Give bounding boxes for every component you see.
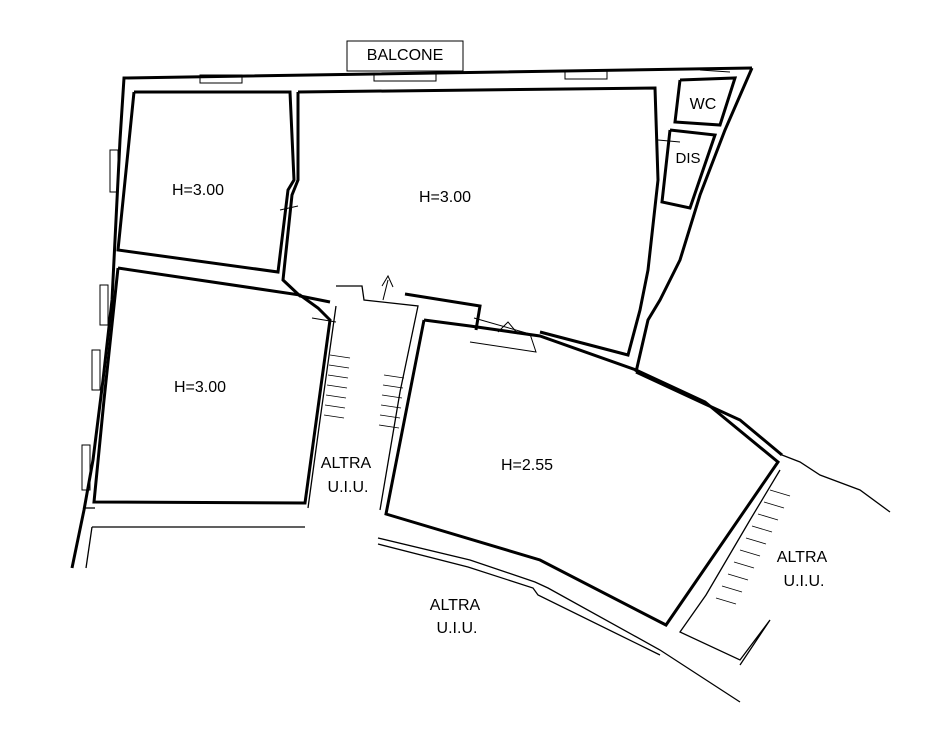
altra-right-line1: ALTRA: [777, 549, 828, 566]
altra-center-line2: U.I.U.: [328, 479, 369, 496]
room-top-left-height: H=3.00: [172, 182, 224, 199]
room-wc: WC: [673, 69, 738, 127]
altra-center-line1: ALTRA: [321, 455, 372, 472]
altra-bottom-line1: ALTRA: [430, 597, 481, 614]
dis-label: DIS: [675, 150, 700, 167]
outer-walls: [70, 66, 783, 569]
balcony: [346, 40, 464, 72]
room-right: H=2.55: [384, 317, 781, 627]
room-top-center: H=3.00: [281, 86, 660, 357]
room-bottom-left: H=3.00: [92, 266, 337, 505]
altra-right-line2: U.I.U.: [784, 573, 825, 590]
stairwell-right: ALTRA U.I.U.: [679, 454, 891, 666]
other-unit-bottom: ALTRA U.I.U.: [85, 526, 741, 703]
room-bottom-left-height: H=3.00: [174, 379, 226, 396]
balcone-label: BALCONE: [367, 47, 443, 64]
room-top-center-height: H=3.00: [419, 189, 471, 206]
room-dis: DIS: [657, 128, 718, 210]
room-right-height: H=2.55: [501, 457, 553, 474]
room-top-left: H=3.00: [116, 90, 299, 274]
stairwell-center: ALTRA U.I.U.: [307, 285, 419, 511]
wc-label: WC: [690, 96, 717, 113]
altra-bottom-line2: U.I.U.: [437, 620, 478, 637]
